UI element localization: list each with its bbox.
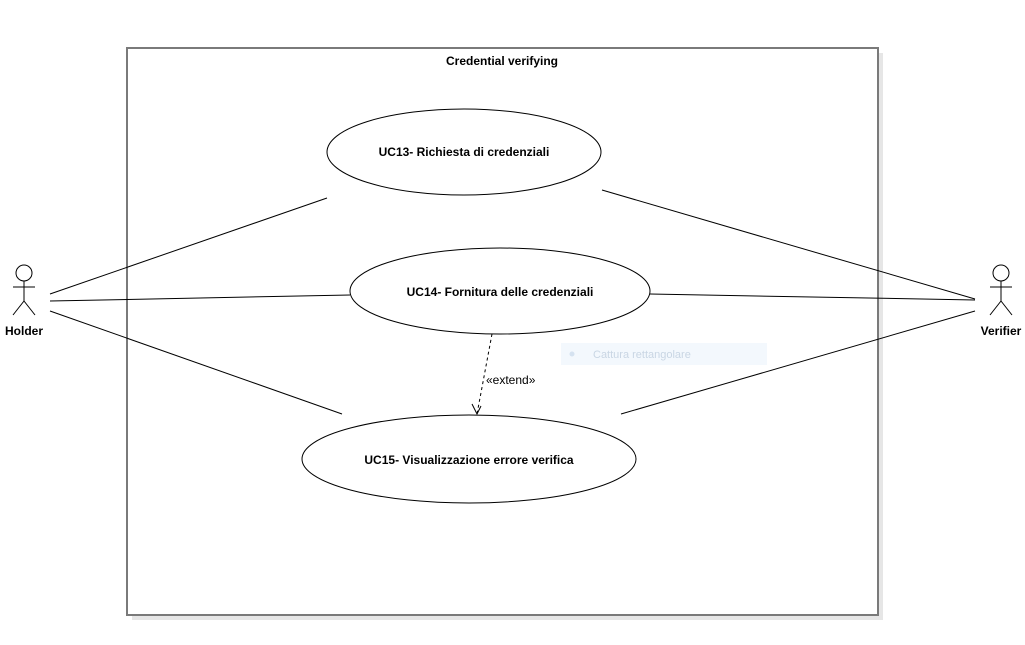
actor-holder[interactable]	[12, 264, 36, 316]
capture-tooltip-text: Cattura rettangolare	[593, 349, 691, 361]
use-case-uc15-shape	[301, 414, 637, 504]
actor-verifier-leg-left	[989, 300, 1002, 316]
capture-tooltip: Cattura rettangolare	[561, 343, 767, 365]
actor-verifier-label: Verifier	[981, 324, 1022, 338]
actor-verifier-leg-right	[1000, 300, 1013, 316]
actor-verifier-head	[992, 264, 1010, 282]
association-verifier-uc13[interactable]	[601, 189, 976, 300]
associations	[49, 189, 976, 415]
association-holder-uc13[interactable]	[49, 197, 328, 295]
use-case-uc15-label: UC15- Visualizzazione errore verifica	[364, 453, 574, 467]
actor-holder-head	[15, 264, 33, 282]
capture-tooltip-bg	[561, 343, 767, 365]
actor-verifier[interactable]	[989, 264, 1013, 316]
association-verifier-uc14[interactable]	[649, 293, 976, 301]
association-verifier-uc15[interactable]	[620, 310, 976, 415]
use-case-uc13-shape	[326, 108, 602, 196]
use-case-uc14[interactable]: UC14- Fornitura delle credenziali	[349, 247, 651, 335]
use-case-uc13[interactable]: UC13- Richiesta di credenziali	[326, 108, 602, 196]
capture-tooltip-icon	[569, 351, 575, 357]
extend-arrowhead	[471, 403, 482, 416]
system-boundary-title: Credential verifying	[446, 54, 558, 68]
use-case-uc15[interactable]: UC15- Visualizzazione errore verifica	[301, 414, 637, 504]
use-case-uc14-shape	[349, 247, 651, 335]
association-holder-uc15[interactable]	[49, 310, 343, 415]
actor-holder-label: Holder	[5, 324, 43, 338]
use-case-uc13-label: UC13- Richiesta di credenziali	[379, 145, 550, 159]
extend-relation[interactable]: «extend»	[471, 333, 536, 416]
actor-holder-leg-left	[12, 300, 25, 316]
use-case-uc14-label: UC14- Fornitura delle credenziali	[407, 285, 594, 299]
association-holder-uc14[interactable]	[49, 294, 351, 302]
extend-line	[476, 333, 493, 415]
actor-holder-leg-right	[23, 300, 36, 316]
extend-stereotype-label: «extend»	[486, 373, 536, 387]
